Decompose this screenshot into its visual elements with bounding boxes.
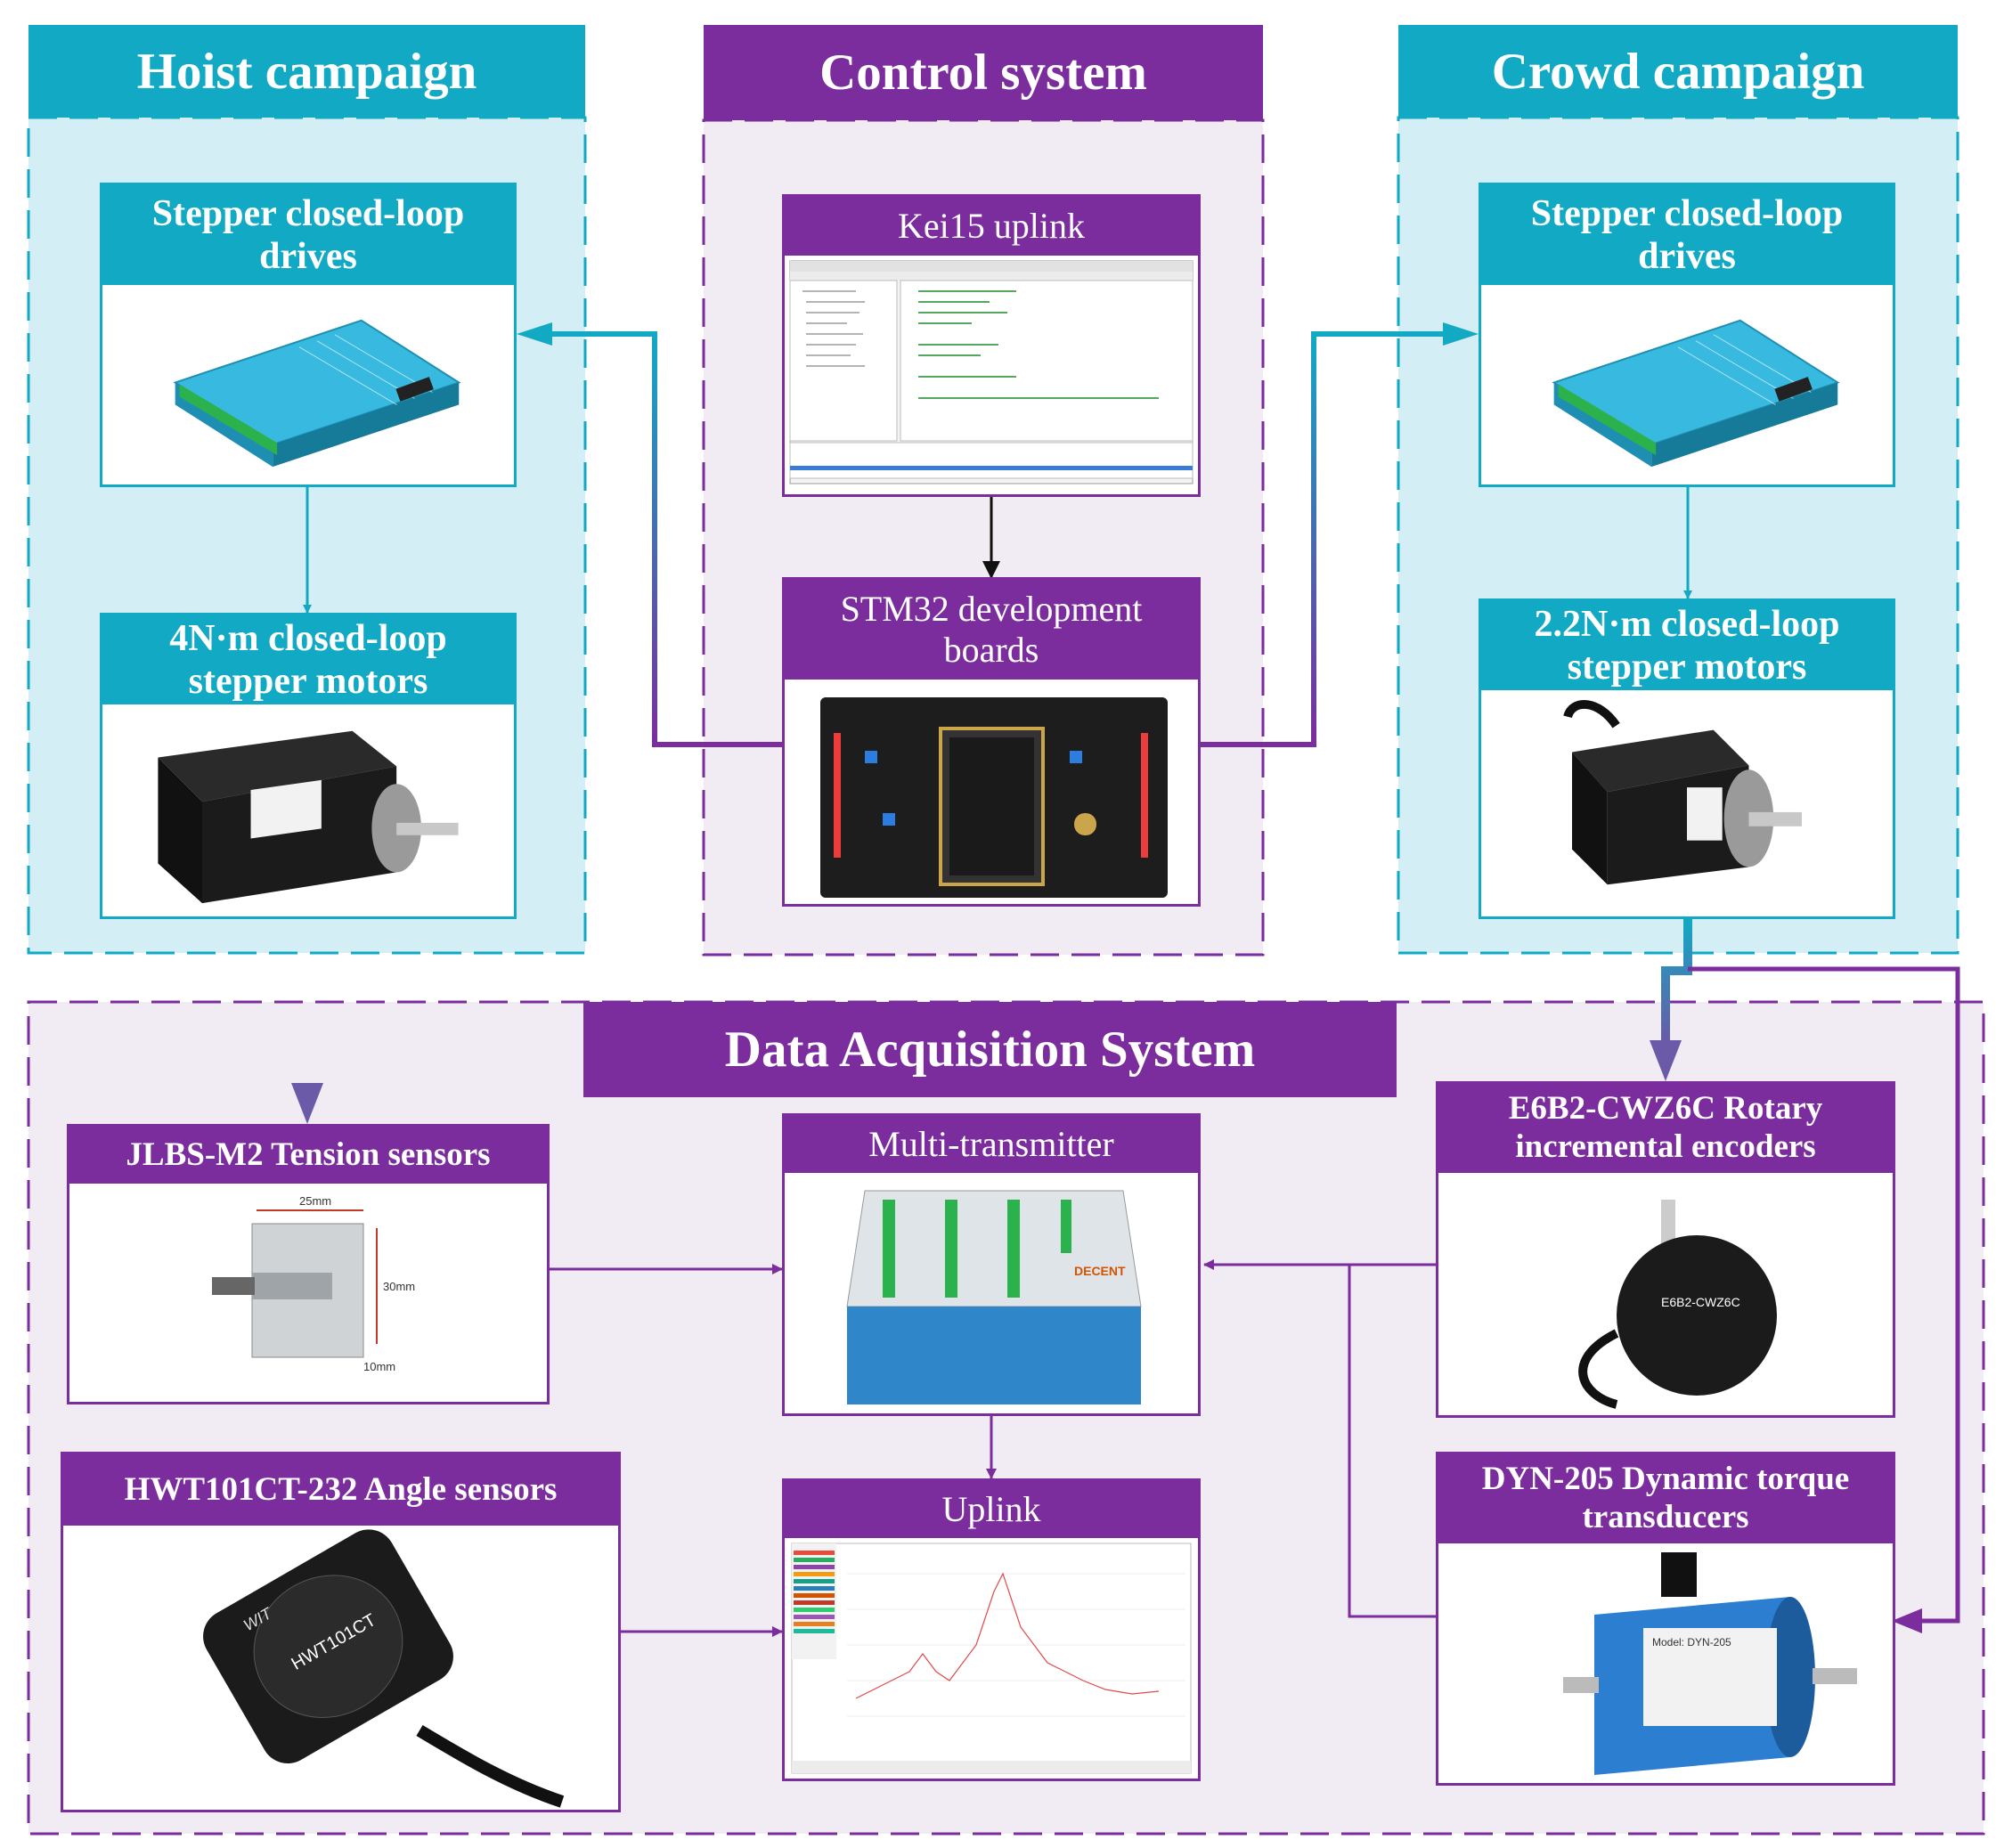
angle-sensor-label: HWT101CT-232 Angle sensors (63, 1454, 618, 1526)
encoder-image: E6B2-CWZ6C (1438, 1173, 1893, 1415)
tension-dim-height: 30mm (383, 1280, 415, 1293)
keil-ide-screenshot (785, 256, 1198, 494)
multi-transmitter-box: Multi-transmitter DECENT (782, 1113, 1201, 1416)
crowd-drives-label: Stepper closed-loop drives (1481, 185, 1893, 285)
stepper-drive-image-2 (1481, 285, 1893, 484)
angle-sensor-image: HWT101CT WIT (63, 1526, 618, 1810)
transmitter-brand: DECENT (1074, 1264, 1126, 1278)
stm32-label: STM32 development boards (785, 580, 1198, 680)
hoist-motor-box: 4N·m closed-loop stepper motors (100, 613, 517, 919)
stepper-motor-4nm-image (102, 704, 514, 916)
tension-sensor-image: 25mm 30mm 10mm (69, 1184, 547, 1402)
multi-transmitter-image: DECENT (785, 1173, 1198, 1413)
stm32-box: STM32 development boards (782, 577, 1201, 907)
uplink-box: Uplink (782, 1478, 1201, 1781)
hoist-campaign-banner: Hoist campaign (29, 25, 585, 118)
multi-transmitter-label: Multi-transmitter (785, 1116, 1198, 1173)
crowd-drives-box: Stepper closed-loop drives (1479, 183, 1895, 487)
crowd-campaign-banner: Crowd campaign (1398, 25, 1958, 118)
stepper-drive-image (102, 285, 514, 484)
tension-dim-depth: 10mm (363, 1360, 395, 1373)
torque-transducer-box: DYN-205 Dynamic torque transducers Model… (1436, 1452, 1895, 1786)
encoder-label: E6B2-CWZ6C Rotary incremental encoders (1438, 1084, 1893, 1173)
uplink-label: Uplink (785, 1481, 1198, 1538)
hoist-drives-label: Stepper closed-loop drives (102, 185, 514, 285)
control-system-banner: Control system (704, 25, 1263, 120)
uplink-screenshot (785, 1538, 1198, 1779)
stm32-board-image (785, 680, 1198, 904)
angle-sensor-box: HWT101CT-232 Angle sensors HWT101CT WIT (61, 1452, 621, 1812)
stepper-motor-2-2nm-image (1481, 690, 1893, 916)
hoist-motor-label: 4N·m closed-loop stepper motors (102, 615, 514, 704)
tension-sensor-label: JLBS-M2 Tension sensors (69, 1127, 547, 1184)
keil-uplink-box: Kei15 uplink (782, 194, 1201, 497)
torque-transducer-label: DYN-205 Dynamic torque transducers (1438, 1454, 1893, 1543)
torque-model-text: Model: DYN-205 (1652, 1636, 1731, 1649)
tension-sensor-box: JLBS-M2 Tension sensors 25mm 30mm 10mm (67, 1124, 550, 1404)
daq-banner: Data Acquisition System (583, 1002, 1397, 1097)
encoder-model-text: E6B2-CWZ6C (1661, 1295, 1740, 1309)
crowd-motor-label: 2.2N·m closed-loop stepper motors (1481, 601, 1893, 690)
crowd-motor-box: 2.2N·m closed-loop stepper motors (1479, 598, 1895, 919)
encoder-box: E6B2-CWZ6C Rotary incremental encoders E… (1436, 1081, 1895, 1418)
torque-transducer-image: Model: DYN-205 (1438, 1543, 1893, 1783)
tension-dim-width: 25mm (299, 1194, 331, 1208)
keil-uplink-label: Kei15 uplink (785, 197, 1198, 256)
hoist-drives-box: Stepper closed-loop drives (100, 183, 517, 487)
